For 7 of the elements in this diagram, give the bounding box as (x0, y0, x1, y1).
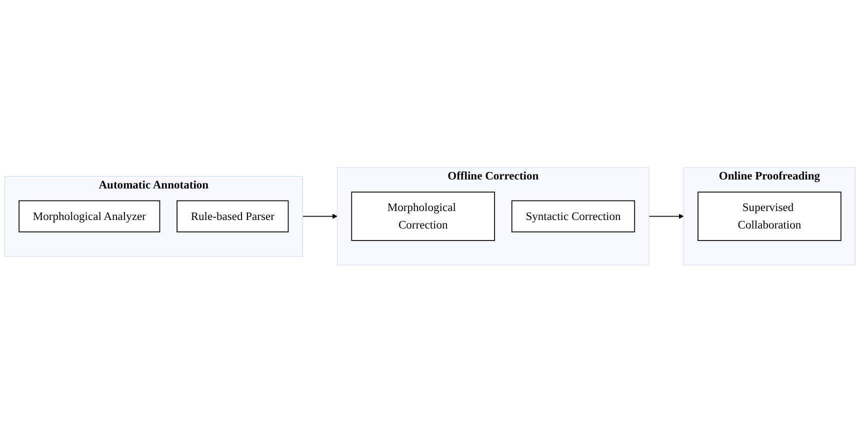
node-box: Syntactic Correction (511, 200, 636, 232)
node-box: Supervised Collaboration (698, 191, 842, 241)
arrow (302, 213, 338, 219)
node-box: Morphological Correction (351, 191, 495, 241)
node-box: Rule-based Parser (176, 200, 289, 232)
node-box: Morphological Analyzer (18, 200, 160, 232)
arrow (648, 213, 684, 219)
